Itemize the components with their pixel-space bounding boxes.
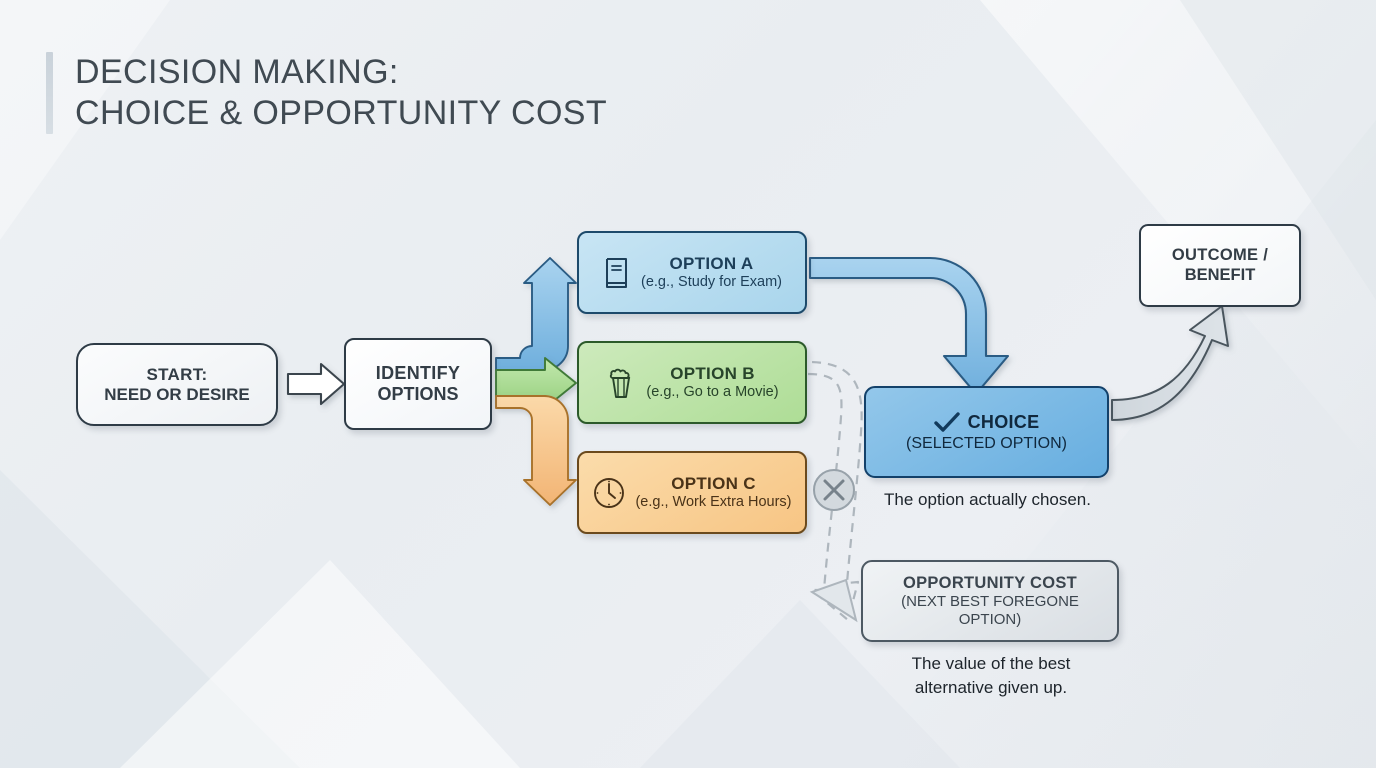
node-start-subtitle: NEED OR DESIRE [104,384,250,404]
title-text: DECISION MAKING: CHOICE & OPPORTUNITY CO… [75,53,608,132]
caption-choice: The option actually chosen. [884,490,1091,509]
connector-identify-to-option-c [495,395,577,506]
connector-start-to-identify [286,362,346,406]
book-icon [605,257,627,288]
node-opportunity-cost[interactable]: OPPORTUNITY COST (NEXT BEST FOREGONE OPT… [861,560,1119,642]
node-option-c[interactable]: OPTION C (e.g., Work Extra Hours) [577,451,807,534]
node-identify-options[interactable]: IDENTIFY OPTIONS [344,338,492,430]
node-option-a-subtitle: (e.g., Study for Exam) [640,273,783,290]
node-start[interactable]: START: NEED OR DESIRE [76,343,278,426]
node-outcome-benefit[interactable]: OUTCOME / BENEFIT [1139,224,1301,307]
node-option-c-title: OPTION C [671,474,756,494]
title-accent-bar [46,52,53,134]
connector-option-a-to-choice [808,256,1010,396]
caption-opportunity-cost: The value of the best alternative given … [911,654,1071,697]
node-option-a[interactable]: OPTION A (e.g., Study for Exam) [577,231,807,314]
node-choice[interactable]: CHOICE (SELECTED OPTION) [864,386,1109,478]
clock-icon [594,477,625,508]
checkmark-icon [933,411,960,432]
connector-option-b-to-opportunity-cost [807,360,863,623]
node-outcome-title: OUTCOME / [1171,246,1269,265]
node-choice-subtitle: (SELECTED OPTION) [906,434,1067,452]
connector-choice-to-outcome [1111,305,1229,421]
node-outcome-subtitle: BENEFIT [1184,265,1256,284]
x-circle-icon [813,469,855,511]
node-start-title: START: [146,364,208,384]
node-opportunity-cost-title: OPPORTUNITY COST [902,574,1078,593]
node-identify-subtitle: OPTIONS [377,384,459,404]
node-option-b-title: OPTION B [670,364,755,384]
node-opportunity-cost-subtitle: (NEXT BEST FOREGONE OPTION) [901,593,1079,628]
page-title: DECISION MAKING: CHOICE & OPPORTUNITY CO… [46,52,607,134]
connector-identify-to-option-a [495,257,577,371]
popcorn-icon [610,368,631,398]
connector-identify-to-option-b [495,357,577,409]
node-option-b[interactable]: OPTION B (e.g., Go to a Movie) [577,341,807,424]
node-option-a-title: OPTION A [669,254,754,274]
node-option-c-subtitle: (e.g., Work Extra Hours) [635,493,792,510]
node-option-b-subtitle: (e.g., Go to a Movie) [646,383,779,400]
node-identify-title: IDENTIFY [375,363,461,384]
node-choice-title: CHOICE [967,412,1040,432]
